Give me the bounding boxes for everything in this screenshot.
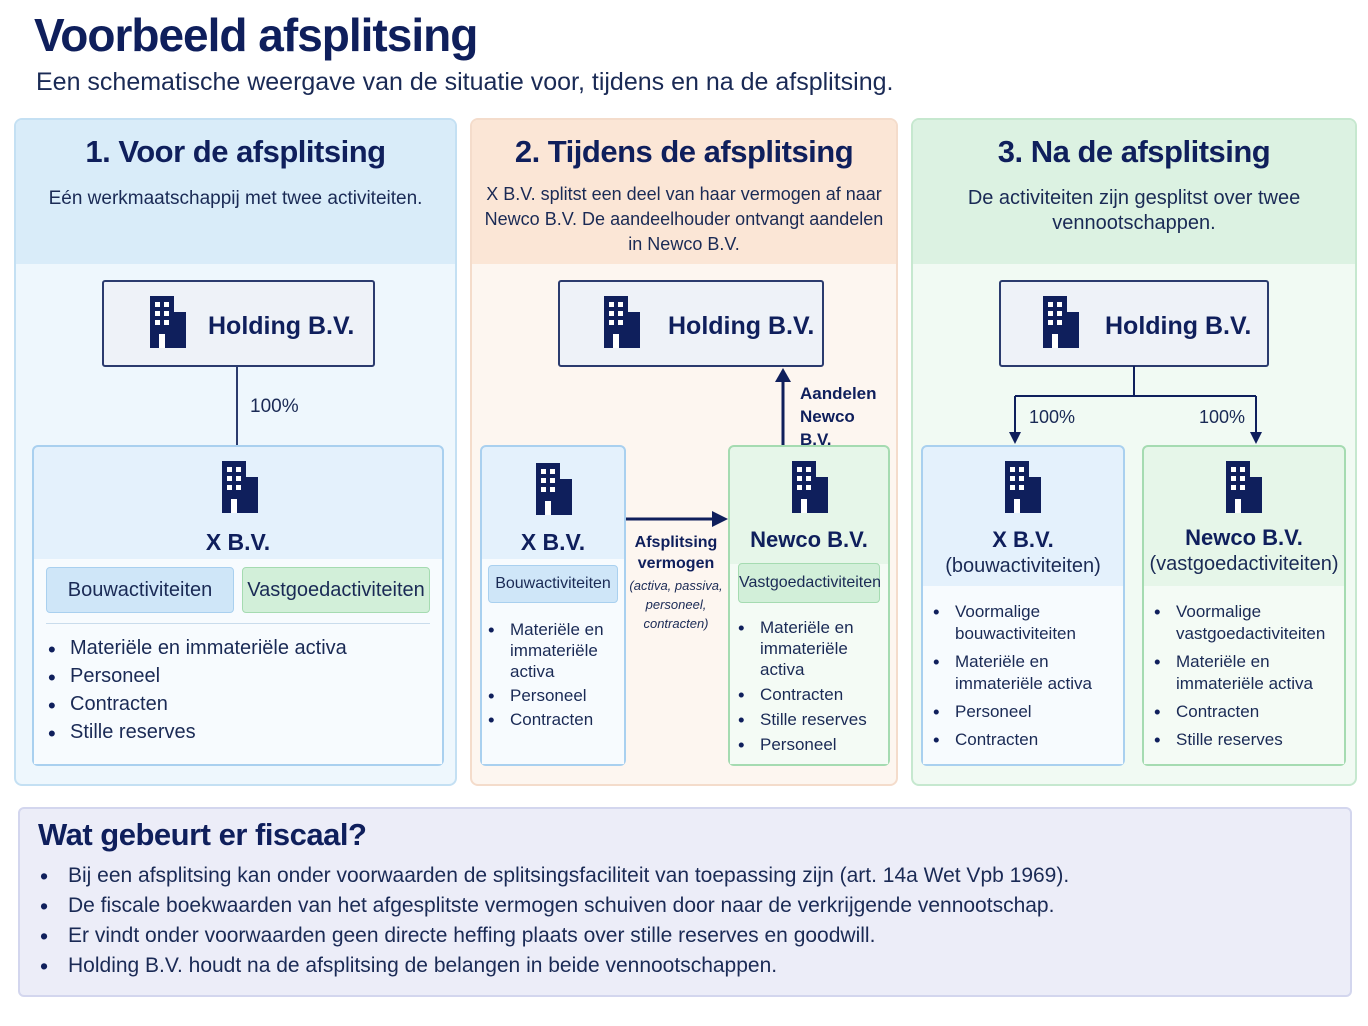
panel-after: 3. Na de afsplitsing De activiteiten zij… [911, 118, 1357, 786]
company-box-x: X B.V. (bouwactiviteiten) Voormalige bou… [921, 445, 1125, 766]
list-item: Personeel [488, 685, 622, 706]
asset-list: Voormalige bouwactiviteiten Materiële en… [933, 601, 1123, 751]
building-icon [1043, 296, 1079, 348]
panel-description: X B.V. splitst een deel van haar vermoge… [484, 184, 884, 254]
transfer-note: (activa, passiva, personeel, contracten) [626, 576, 726, 633]
ownership-percentage: 100% [1199, 407, 1246, 427]
company-box-newco: Newco B.V. Vastgoedactiviteiten Materiël… [728, 445, 890, 766]
list-item: Personeel [48, 665, 347, 693]
transfer-label-line: vermogen [637, 555, 715, 572]
panel-during: 2. Tijdens de afsplitsing X B.V. splitst… [470, 118, 898, 786]
list-item: Personeel [738, 734, 886, 755]
list-item: Materiële en immateriële activa [1154, 651, 1344, 695]
fiscal-title: Wat gebeurt er fiscaal? [38, 817, 367, 852]
list-item: Materiële en immateriële activa [488, 619, 622, 682]
company-box-x: X B.V. Bouwactiviteiten Materiële en imm… [480, 445, 626, 766]
list-item: Contracten [933, 729, 1123, 751]
activity-tag: Vastgoedactiviteiten [242, 567, 430, 613]
list-item: Contracten [1154, 701, 1344, 723]
activity-tag: Bouwactiviteiten [46, 567, 234, 613]
company-name: X B.V. [520, 529, 586, 555]
panel-description: De activiteiten zijn gesplitst over twee… [967, 187, 1301, 234]
list-item: Contracten [488, 709, 622, 730]
panel-header: 1. Voor de afsplitsing Eén werkmaatschap… [16, 120, 455, 264]
arrow-right-icon [626, 511, 728, 527]
transfer-label: Afsplitsing vermogen [626, 532, 726, 574]
ownership-percentage: 100% [1029, 407, 1076, 427]
building-icon [536, 463, 572, 515]
list-item: Voormalige vastgoedactiviteiten [1154, 601, 1344, 645]
list-item: Contracten [48, 693, 347, 721]
company-box: X B.V. Bouwactiviteiten Vastgoedactivite… [32, 445, 444, 766]
building-icon [1005, 461, 1041, 513]
ownership-line [236, 367, 238, 447]
panel-title: 2. Tijdens de afsplitsing [514, 134, 854, 169]
company-name: Newco B.V. [1185, 525, 1303, 550]
activity-tag: Bouwactiviteiten [488, 565, 618, 603]
asset-list: Materiële en immateriële activa Personee… [48, 637, 347, 749]
divider [46, 623, 430, 624]
list-item: Stille reserves [1154, 729, 1344, 751]
list-item: Stille reserves [738, 709, 886, 730]
building-icon [1226, 461, 1262, 513]
holding-box: Holding B.V. [999, 280, 1269, 367]
list-item: Materiële en immateriële activa [738, 617, 886, 680]
fiscal-box: Wat gebeurt er fiscaal? Bij een afsplits… [18, 807, 1352, 997]
ownership-percentage: 100% [250, 396, 299, 417]
company-name: X B.V. [992, 527, 1054, 552]
transfer-note-line: (activa, passiva, [629, 578, 723, 593]
asset-list: Materiële en immateriële activa Personee… [488, 619, 622, 730]
company-name: Newco B.V. [750, 527, 868, 552]
company-subtitle: (bouwactiviteiten) [945, 555, 1101, 577]
panel-description: Eén werkmaatschappij met twee activiteit… [48, 188, 423, 209]
building-icon [792, 461, 828, 513]
list-item: Materiële en immateriële activa [48, 637, 347, 665]
fiscal-list: Bij een afsplitsing kan onder voorwaarde… [40, 863, 1069, 983]
list-item: De fiscale boekwaarden van het afgesplit… [40, 893, 1069, 923]
holding-label: Holding B.V. [208, 312, 355, 340]
activity-tag: Vastgoedactiviteiten [738, 563, 881, 603]
transfer-label-line: Afsplitsing [634, 534, 718, 551]
holding-label: Holding B.V. [1105, 312, 1252, 340]
page-title: Voorbeeld afsplitsing [34, 9, 478, 61]
building-icon [604, 296, 640, 348]
list-item: Voormalige bouwactiviteiten [933, 601, 1123, 645]
panel-header: 2. Tijdens de afsplitsing X B.V. splitst… [472, 120, 896, 264]
company-subtitle: (vastgoedactiviteiten) [1149, 553, 1339, 575]
panel-title: 3. Na de afsplitsing [997, 134, 1271, 169]
list-item: Materiële en immateriële activa [933, 651, 1123, 695]
list-item: Er vindt onder voorwaarden geen directe … [40, 923, 1069, 953]
holding-box: Holding B.V. [558, 280, 824, 367]
panel-header: 3. Na de afsplitsing De activiteiten zij… [913, 120, 1355, 264]
asset-list: Voormalige vastgoedactiviteiten Materiël… [1154, 601, 1344, 751]
company-name: X B.V. [205, 529, 271, 555]
list-item: Holding B.V. houdt na de afsplitsing de … [40, 953, 1069, 983]
transfer-note-line: personeel, [645, 597, 707, 612]
list-item: Personeel [933, 701, 1123, 723]
arrow-down-icon [1009, 366, 1262, 444]
building-icon [150, 296, 186, 348]
page-subtitle: Een schematische weergave van de situati… [36, 68, 894, 96]
shares-label-line: Aandelen [800, 384, 877, 403]
holding-box: Holding B.V. [102, 280, 375, 367]
list-item: Contracten [738, 684, 886, 705]
shares-label-line: Newco B.V. [800, 407, 855, 449]
holding-label: Holding B.V. [668, 312, 815, 340]
panel-before: 1. Voor de afsplitsing Eén werkmaatschap… [14, 118, 457, 786]
company-box-newco: Newco B.V. (vastgoedactiviteiten) Voorma… [1142, 445, 1346, 766]
arrow-up-icon [775, 368, 791, 448]
list-item: Stille reserves [48, 721, 347, 749]
asset-list: Materiële en immateriële activa Contract… [738, 617, 886, 755]
shares-label: Aandelen Newco B.V. [800, 382, 890, 451]
panel-title: 1. Voor de afsplitsing [85, 134, 386, 169]
building-icon [222, 461, 258, 513]
transfer-note-line: contracten) [643, 616, 709, 631]
list-item: Bij een afsplitsing kan onder voorwaarde… [40, 863, 1069, 893]
